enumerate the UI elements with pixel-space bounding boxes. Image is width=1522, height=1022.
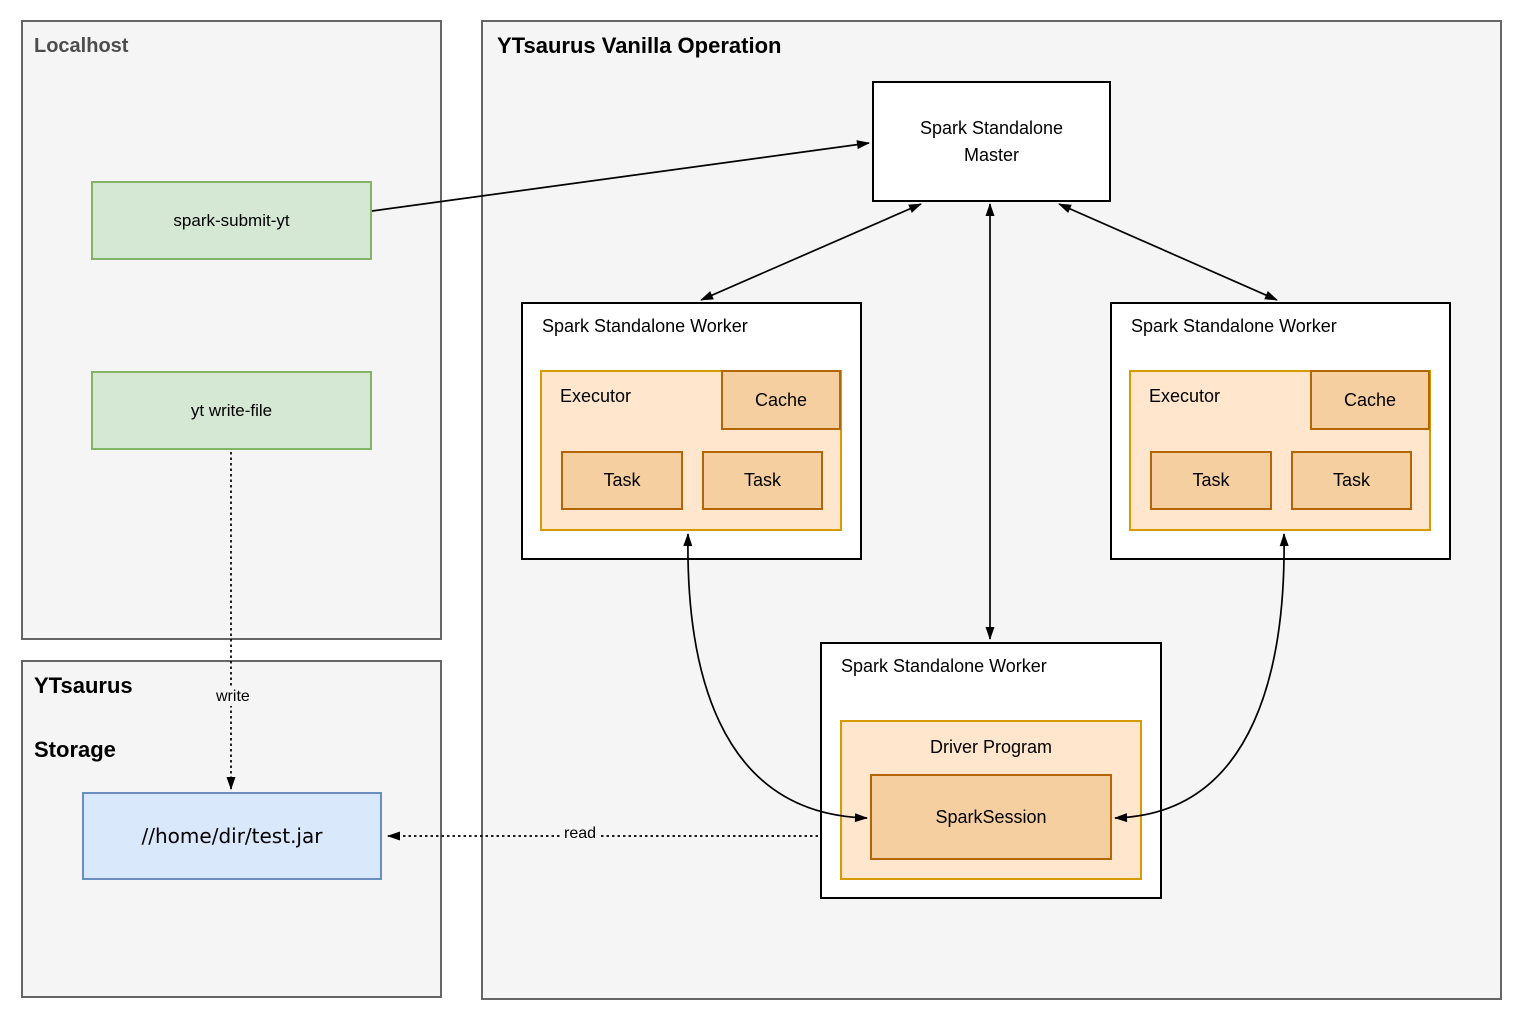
node-jar-file-label: //home/dir/test.jar: [141, 824, 323, 848]
node-task-left-1-label: Task: [603, 470, 641, 490]
node-task-right-1-label: Task: [1192, 470, 1230, 490]
node-task-right-1: Task: [1150, 451, 1272, 510]
node-cache-left-label: Cache: [754, 389, 808, 410]
node-worker-left-title: Spark Standalone Worker: [542, 316, 748, 336]
node-yt-write-file-label: yt write-file: [190, 400, 273, 420]
node-task-left-2-label: Task: [743, 470, 781, 490]
node-spark-submit-yt: spark-submit-yt: [91, 181, 372, 260]
localhost-title: Localhost: [34, 35, 129, 57]
localhost-container: [21, 20, 442, 640]
operation-title: YTsaurus Vanilla Operation: [497, 33, 782, 58]
node-jar-file: //home/dir/test.jar: [82, 792, 382, 880]
edge-label-write: write: [212, 688, 254, 706]
edge-label-read: read: [560, 825, 601, 843]
node-task-left-2: Task: [702, 451, 823, 510]
node-spark-master: Spark Standalone Master: [872, 81, 1111, 202]
node-task-left-1: Task: [561, 451, 683, 510]
node-task-right-2: Task: [1291, 451, 1412, 510]
node-executor-right-label: Executor: [1149, 386, 1221, 406]
node-spark-session: SparkSession: [870, 774, 1112, 860]
master-label-line2: Master: [963, 144, 1019, 165]
node-executor-left-label: Executor: [560, 386, 632, 406]
ytsaurus-storage-title-line2: Storage: [34, 736, 116, 762]
node-spark-master-label: Spark Standalone Master: [920, 115, 1063, 167]
node-cache-right: Cache: [1310, 370, 1430, 430]
ytsaurus-storage-title-line1: YTsaurus: [34, 673, 133, 698]
node-yt-write-file: yt write-file: [91, 371, 372, 450]
node-worker-bottom-title: Spark Standalone Worker: [841, 656, 1047, 676]
ytsaurus-storage-title: YTsaurus Storage: [34, 670, 133, 766]
node-task-right-2-label: Task: [1332, 470, 1370, 490]
node-spark-session-label: SparkSession: [935, 806, 1047, 827]
node-cache-left: Cache: [721, 370, 841, 430]
node-cache-right-label: Cache: [1343, 389, 1397, 410]
master-label-line1: Spark Standalone: [919, 118, 1064, 139]
node-spark-submit-yt-label: spark-submit-yt: [173, 210, 290, 230]
node-worker-right-title: Spark Standalone Worker: [1131, 316, 1337, 336]
node-driver-program-label: Driver Program: [929, 737, 1053, 757]
